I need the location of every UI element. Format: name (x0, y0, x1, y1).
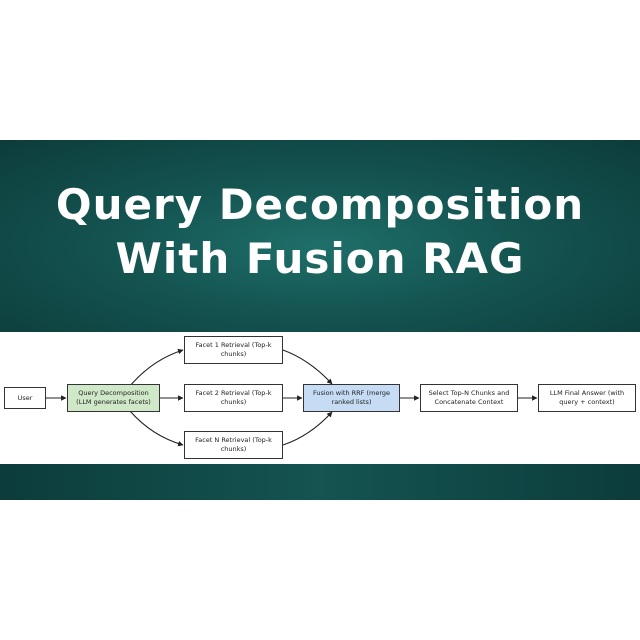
title-banner (0, 140, 640, 332)
edge-decomposition-to-facetN (129, 410, 184, 447)
bottom-banner (0, 464, 640, 500)
edge-decomposition-to-facet1 (129, 348, 184, 387)
title-line-2: With Fusion RAG (115, 234, 525, 283)
edge-facet1-to-fusion (282, 349, 333, 385)
node-query-decomposition: Query Decomposition (LLM generates facet… (67, 384, 160, 412)
node-facet-1-retrieval: Facet 1 Retrieval (Top-k chunks) (184, 336, 283, 364)
node-select-top-n: Select Top-N Chunks and Concatenate Cont… (420, 384, 518, 412)
diagram-edges (46, 348, 538, 447)
title-line-1: Query Decomposition (55, 180, 585, 229)
page-title: Query Decomposition With Fusion RAG (0, 178, 640, 286)
edge-facetN-to-fusion (282, 411, 333, 446)
node-facet-2-retrieval: Facet 2 Retrieval (Top-k chunks) (184, 384, 283, 412)
node-facet-n-retrieval: Facet N Retrieval (Top-k chunks) (184, 431, 283, 459)
node-fusion-rrf: Fusion with RRF (merge ranked lists) (303, 384, 400, 412)
node-llm-final-answer: LLM Final Answer (with query + context) (538, 384, 636, 412)
node-user: User (4, 387, 46, 409)
